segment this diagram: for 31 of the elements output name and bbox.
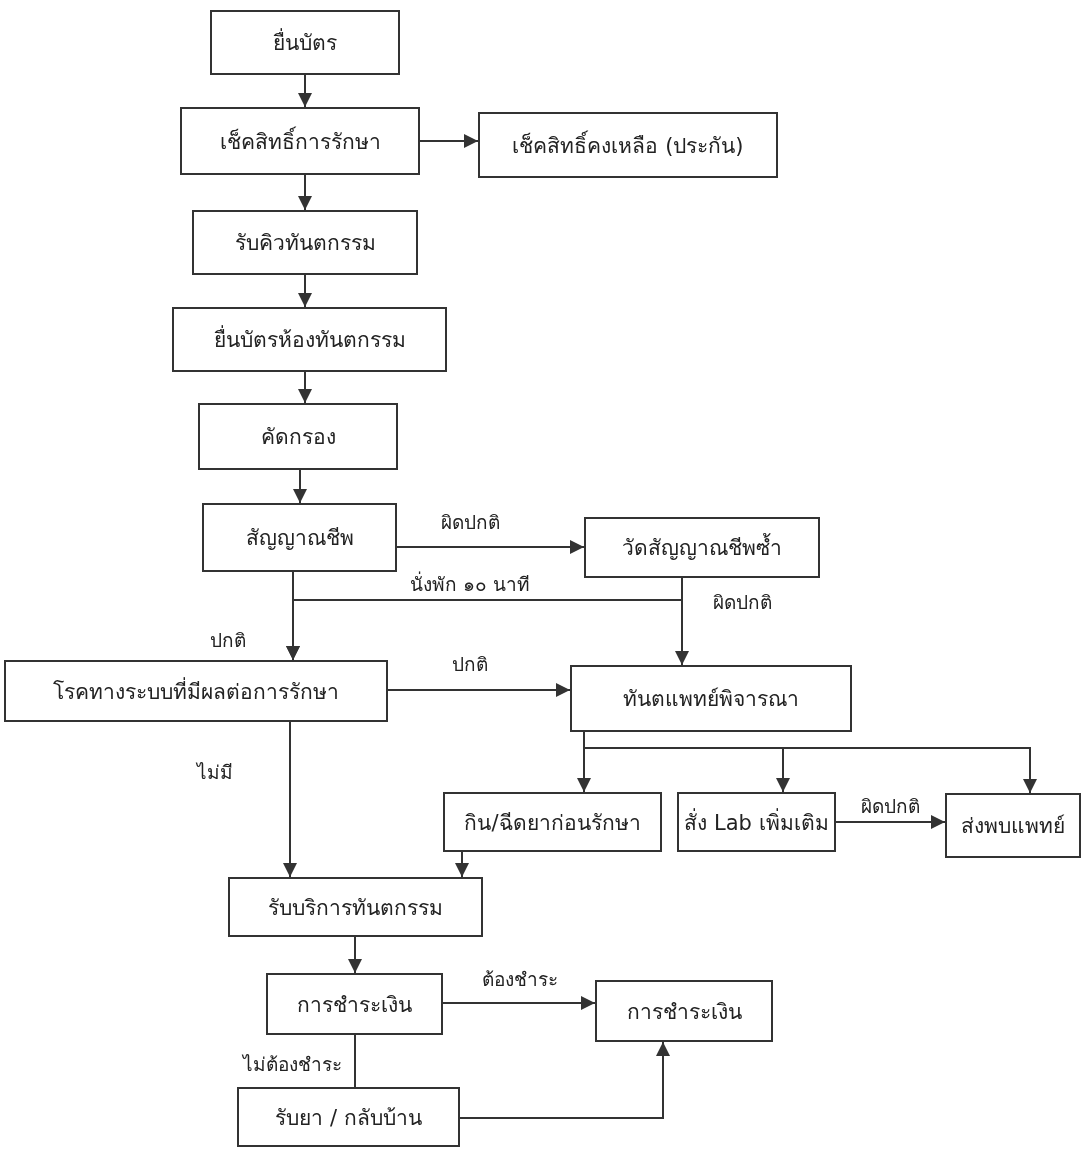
process-box: สัญญาณชีพ: [202, 503, 397, 572]
arrow: [298, 274, 312, 308]
process-box: ทันตแพทย์พิจารณา: [570, 665, 852, 732]
process-box: รับคิวทันตกรรม: [192, 210, 418, 275]
process-box: รับยา / กลับบ้าน: [237, 1087, 460, 1147]
arrow: [293, 469, 307, 504]
arrow: [396, 540, 585, 554]
arrow: [419, 134, 479, 148]
process-box: คัดกรอง: [198, 403, 398, 470]
process-box: การชำระเงิน: [595, 980, 773, 1042]
arrow: [298, 74, 312, 108]
process-box: เช็คสิทธิ์การรักษา: [180, 107, 420, 175]
process-box: ยื่นบัตรห้องทันตกรรม: [172, 307, 447, 372]
arrow: [283, 721, 297, 878]
arrow: [455, 851, 469, 878]
process-box: กิน/ฉีดยาก่อนรักษา: [443, 792, 662, 852]
arrow: [387, 683, 571, 697]
arrow: [442, 996, 596, 1010]
process-box: การชำระเงิน: [266, 973, 443, 1035]
process-box: ยื่นบัตร: [210, 10, 400, 75]
process-box: โรคทางระบบที่มีผลต่อการรักษา: [4, 660, 388, 722]
arrow: [298, 174, 312, 211]
arrow: [298, 371, 312, 404]
process-box: รับบริการทันตกรรม: [228, 877, 483, 937]
arrow: [835, 815, 946, 829]
process-box: เช็คสิทธิ์คงเหลือ (ประกัน): [478, 112, 778, 178]
process-box: สั่ง Lab เพิ่มเติม: [677, 792, 836, 852]
arrow: [348, 936, 362, 974]
arrow: [459, 1041, 670, 1119]
process-box: วัดสัญญาณชีพซ้ำ: [584, 517, 820, 578]
process-box: ส่งพบแพทย์: [945, 793, 1081, 858]
